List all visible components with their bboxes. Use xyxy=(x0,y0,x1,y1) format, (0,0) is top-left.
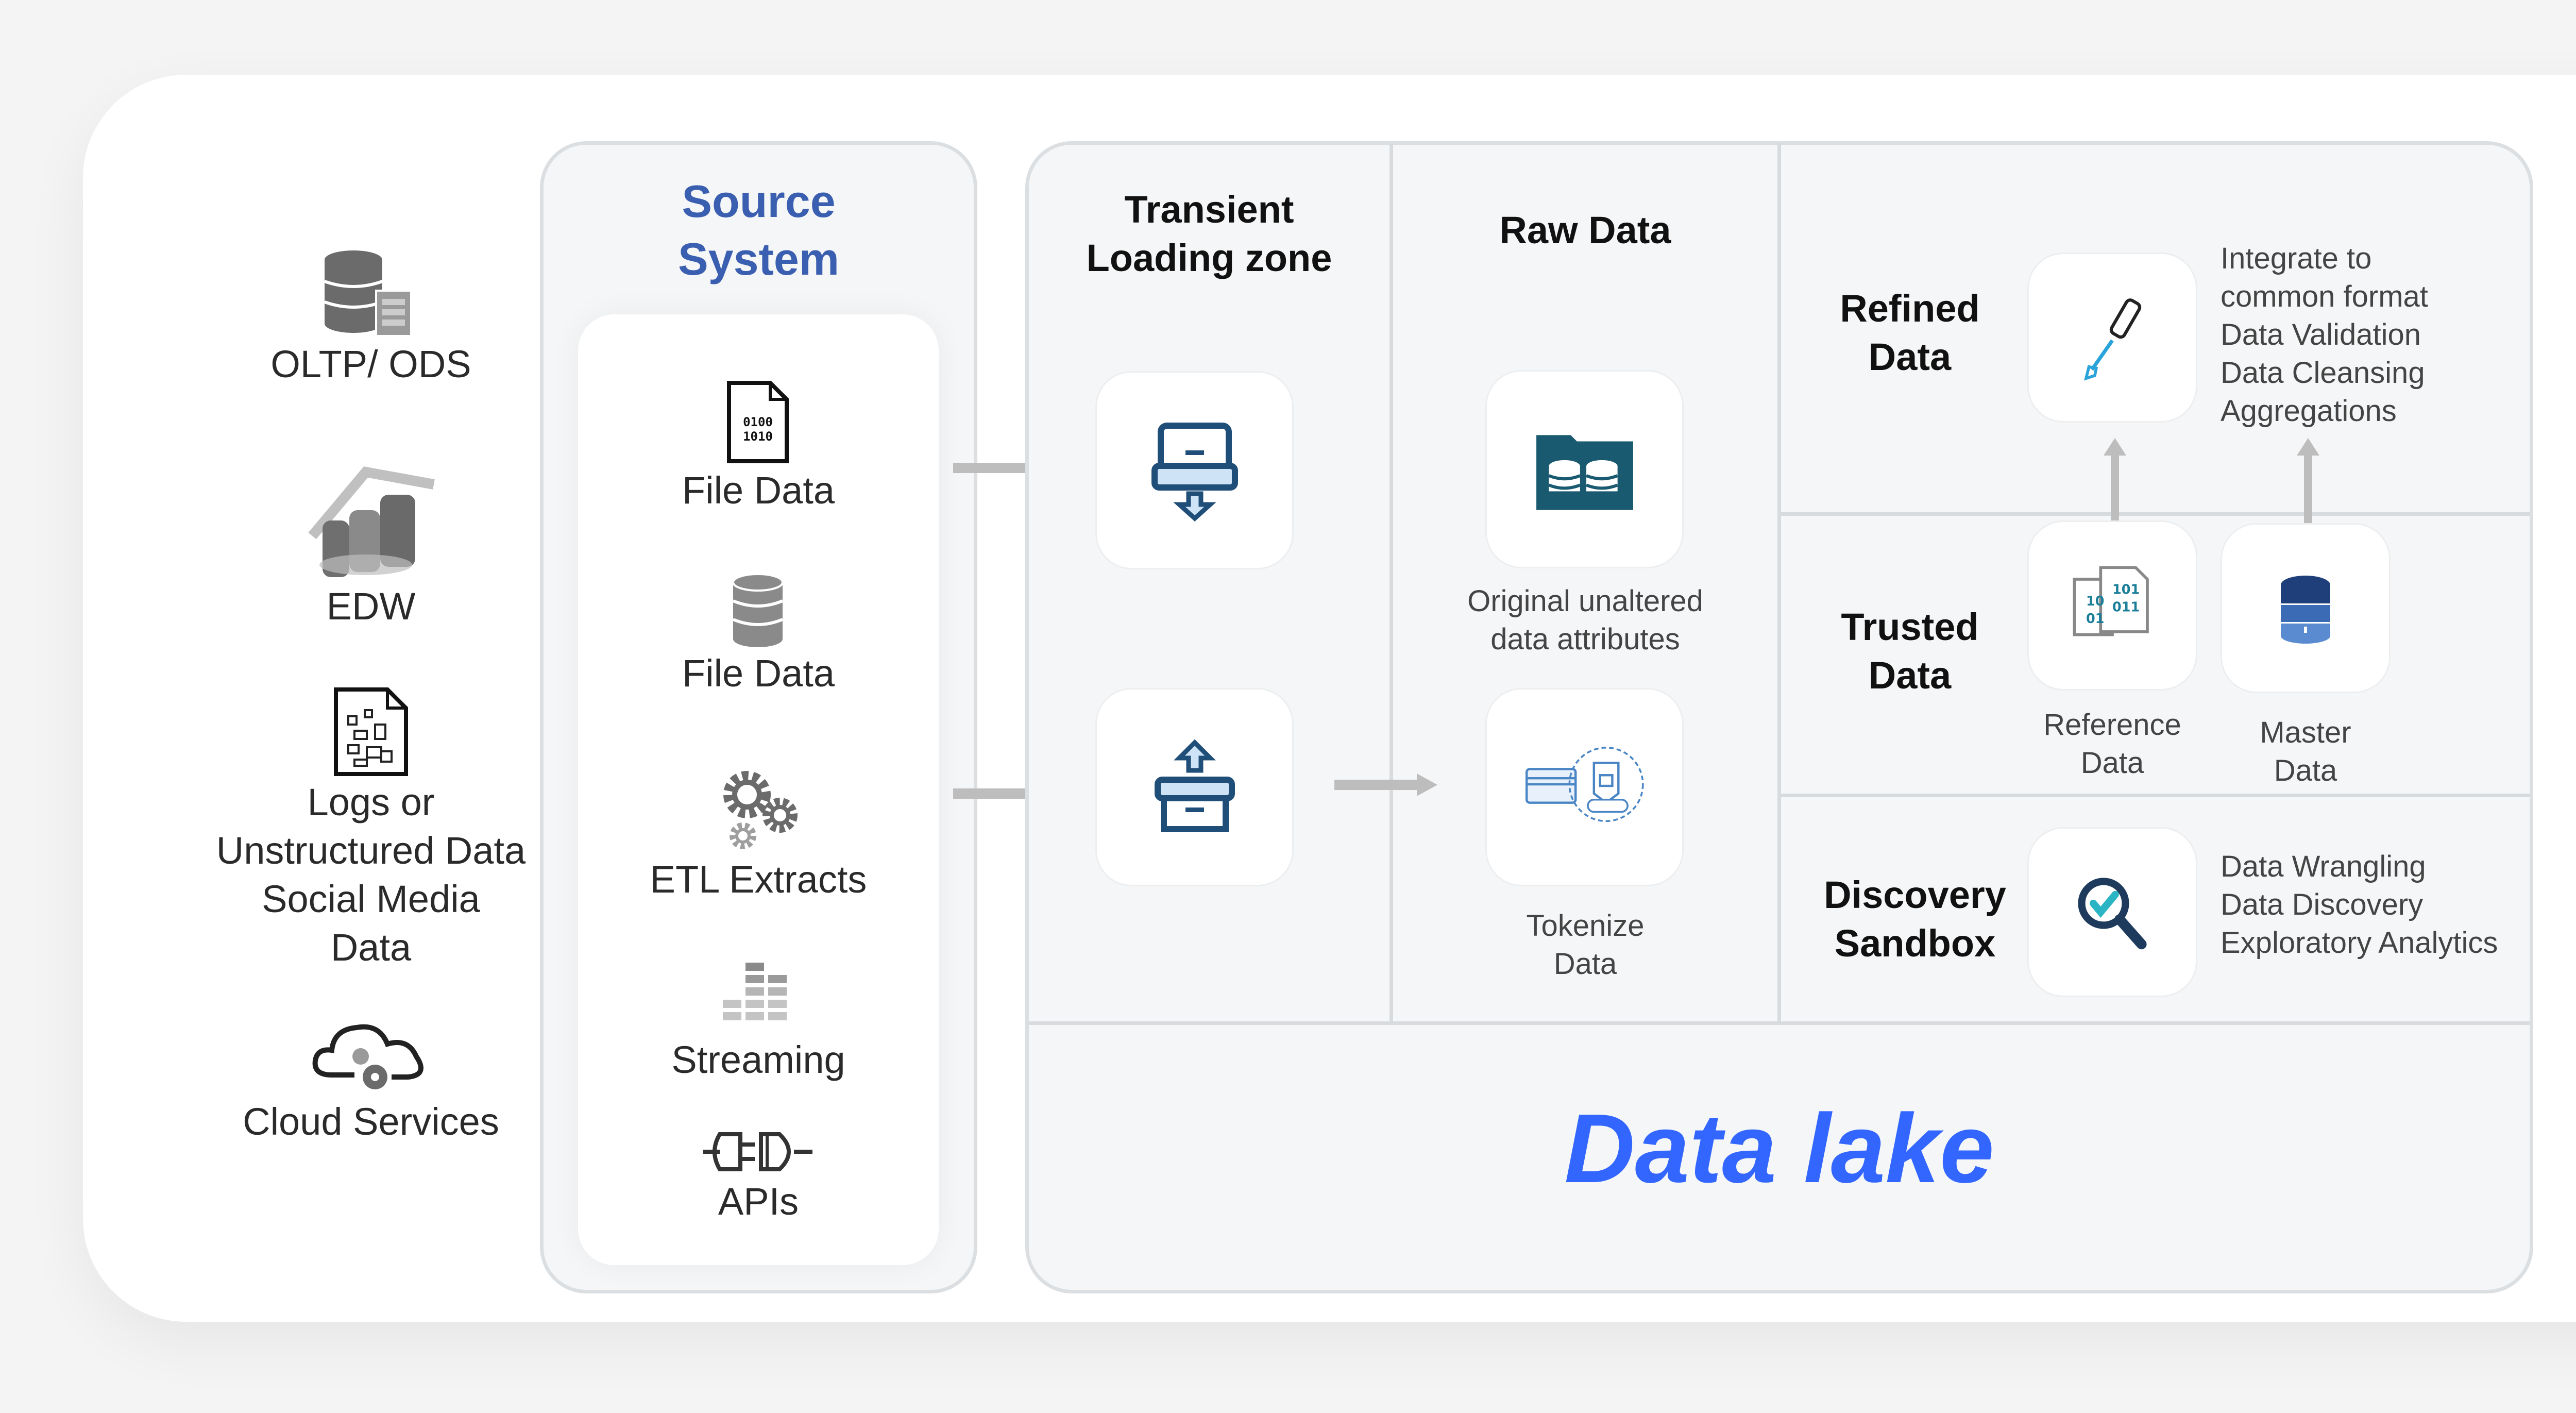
raw-data-title: Raw Data xyxy=(1499,209,1671,251)
folder-database-icon xyxy=(1536,434,1633,510)
row-divider xyxy=(1781,512,2530,516)
note-line: Aggregations xyxy=(2221,394,2397,428)
source-label: EDW xyxy=(326,585,416,628)
source-item-label: APIs xyxy=(718,1180,799,1223)
source-label: Cloud Services xyxy=(243,1100,499,1143)
title-line: Discovery xyxy=(1824,873,2006,916)
refined-data-title: Refined Data xyxy=(1781,284,2039,381)
magnifier-check-icon xyxy=(2078,878,2147,950)
data-lake-title: Data lake xyxy=(1564,1094,1994,1203)
title-line: Refined xyxy=(1840,287,1980,330)
trusted-data-title: Trusted Data xyxy=(1781,603,2039,700)
reference-data-tile[interactable]: 10 01 101 011 xyxy=(2027,520,2197,691)
discovery-tile[interactable] xyxy=(2027,827,2197,997)
svg-text:01: 01 xyxy=(2086,611,2105,627)
discovery-sandbox-title: Discovery Sandbox xyxy=(1781,871,2049,968)
title-line: Trusted xyxy=(1841,605,1979,648)
column-divider xyxy=(1777,143,1781,1024)
transient-zone-title: Transient Loading zone xyxy=(1029,186,1389,282)
note-line: common format xyxy=(2221,280,2428,313)
note-line: Data Wrangling xyxy=(2221,850,2426,883)
refined-tile[interactable] xyxy=(2027,253,2197,423)
discovery-notes: Data Wrangling Data Discovery Explorator… xyxy=(2221,848,2530,962)
download-tray-icon xyxy=(1151,422,1238,522)
master-database-icon xyxy=(2281,576,2330,644)
raw-original-caption: Original unaltered data attributes xyxy=(1393,582,1777,659)
source-label: OLTP/ ODS xyxy=(270,343,471,385)
svg-text:011: 011 xyxy=(2112,599,2140,615)
title-line: Transient xyxy=(1124,188,1294,231)
row-divider xyxy=(1029,1021,2530,1025)
caption-line: Original unaltered xyxy=(1467,584,1703,618)
source-item-streaming: Streaming xyxy=(578,958,939,1084)
title-line: Sandbox xyxy=(1834,922,1996,965)
source-item-label: Streaming xyxy=(671,1038,845,1081)
database-icon xyxy=(732,573,784,647)
source-item-file: 0100 1010 File Data xyxy=(578,379,939,515)
note-line: Integrate to xyxy=(2221,242,2372,275)
svg-text:1010: 1010 xyxy=(743,429,773,444)
streaming-bars-icon xyxy=(723,963,787,1020)
source-item-apis: APIs xyxy=(578,1126,939,1226)
source-item-label: ETL Extracts xyxy=(650,858,867,901)
title-line: Data xyxy=(1868,654,1952,697)
title-line: Data xyxy=(1868,335,1952,378)
title-line: System xyxy=(677,233,840,284)
unstructured-file-icon xyxy=(334,687,408,776)
caption-line: Data xyxy=(2274,754,2337,787)
binary-documents-icon: 10 01 101 011 xyxy=(2073,566,2149,636)
source-oltp: OLTP/ ODS xyxy=(201,247,541,389)
svg-text:10: 10 xyxy=(2086,594,2105,609)
raw-original-tile[interactable] xyxy=(1485,370,1684,568)
source-edw: EDW xyxy=(201,464,541,631)
note-line: Data Cleansing xyxy=(2221,356,2425,390)
caption-line: Data xyxy=(2080,746,2144,780)
source-item-etl: ETL Extracts xyxy=(578,768,939,904)
source-cloud: Cloud Services xyxy=(201,1015,541,1146)
source-item-label: File Data xyxy=(682,652,835,695)
caption-line: Master xyxy=(2260,716,2351,749)
reference-data-caption: Reference Data xyxy=(2002,706,2223,782)
row-divider xyxy=(1781,794,2530,797)
caption-line: Data xyxy=(1553,947,1617,981)
plug-icon xyxy=(703,1132,812,1171)
note-line: Exploratory Analytics xyxy=(2221,926,2498,960)
binary-file-icon: 0100 1010 xyxy=(727,381,789,463)
caption-line: Reference xyxy=(2043,708,2181,742)
tokenize-lock-icon xyxy=(1525,746,1644,822)
master-data-caption: Master Data xyxy=(2195,714,2416,790)
svg-text:101: 101 xyxy=(2112,582,2140,597)
note-line: Data Validation xyxy=(2221,318,2421,351)
gears-icon xyxy=(723,771,798,849)
data-warehouse-icon xyxy=(308,466,435,577)
caption-line: Tokenize xyxy=(1526,909,1645,943)
refined-notes: Integrate to common format Data Validati… xyxy=(2221,240,2530,430)
transient-upload-tile[interactable] xyxy=(1095,688,1294,886)
source-item-label: File Data xyxy=(682,469,835,512)
database-server-icon xyxy=(324,250,412,337)
source-item-db: File Data xyxy=(578,572,939,698)
source-label: Logs or Unstructured Data Social Media D… xyxy=(216,781,526,969)
arrow-to-tokenize xyxy=(1334,773,1437,796)
source-system-title: Source System xyxy=(540,173,977,288)
raw-tokenize-caption: Tokenize Data xyxy=(1393,907,1777,983)
svg-text:0100: 0100 xyxy=(743,415,773,429)
title-line: Loading zone xyxy=(1086,237,1332,279)
cloud-gear-icon xyxy=(312,1024,423,1089)
source-logs: Logs or Unstructured Data Social Media D… xyxy=(191,685,551,972)
title-line: Source xyxy=(682,176,836,227)
master-data-tile[interactable] xyxy=(2221,523,2391,693)
screwdriver-icon xyxy=(2083,298,2142,381)
raw-tokenize-tile[interactable] xyxy=(1485,688,1684,886)
note-line: Data Discovery xyxy=(2221,888,2424,921)
upload-box-icon xyxy=(1154,739,1235,832)
column-divider xyxy=(1389,143,1393,1024)
caption-line: data attributes xyxy=(1490,623,1680,656)
transient-download-tile[interactable] xyxy=(1095,371,1294,569)
